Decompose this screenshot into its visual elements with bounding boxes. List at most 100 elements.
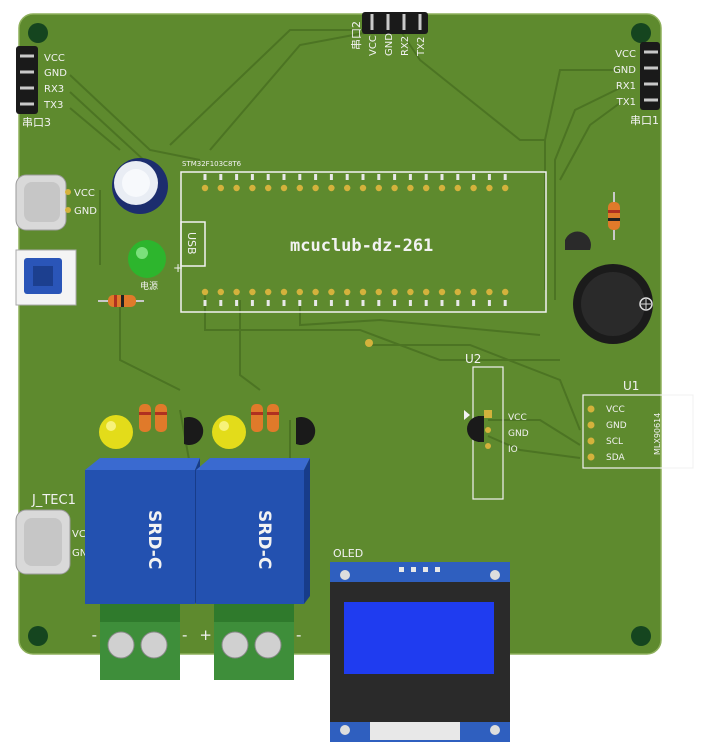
mcu-pin-silk	[408, 300, 412, 306]
mcu-pin-pad	[201, 184, 209, 192]
u2-pin-2: GND	[508, 429, 529, 439]
relay1-resistor-b	[155, 404, 167, 432]
mcu-pin-silk	[503, 300, 507, 306]
mcu-pin-silk	[266, 174, 270, 180]
u1-part-label: MLX90614	[653, 413, 662, 455]
mcu-pin-silk	[440, 300, 444, 306]
mcu-pin-pad	[280, 288, 288, 296]
mcu-pin-pad	[312, 184, 319, 192]
mcu-pin-silk	[472, 174, 476, 180]
mcu-pin-pad	[423, 288, 430, 296]
mounting-hole	[28, 626, 48, 646]
port1-pin-1: VCC	[615, 49, 636, 60]
mcu-pin-silk	[235, 174, 239, 180]
port3-pin-1: VCC	[44, 53, 65, 64]
mcu-pin-silk	[487, 174, 491, 180]
oled-module	[330, 562, 510, 742]
buzzer-resistor	[608, 192, 620, 240]
buzzer	[573, 264, 653, 344]
mcu-pin-silk	[329, 174, 333, 180]
mcu-pin-pad	[217, 184, 224, 192]
relay-2	[196, 458, 310, 604]
relay-2-label: SRD-C	[254, 510, 274, 569]
relay2-resistor-b	[267, 404, 279, 432]
port1-header	[640, 42, 660, 110]
mcu-pin-pad	[280, 184, 288, 192]
relay2-transistor	[296, 417, 316, 445]
u1-outline	[582, 394, 694, 469]
power-resistor	[98, 295, 144, 307]
relay1-led	[99, 415, 133, 449]
mcu-pin-pad	[454, 184, 461, 192]
mcu-pin-pad	[249, 288, 256, 296]
oled-label: OLED	[333, 547, 363, 560]
relay2-led	[212, 415, 246, 449]
tec-usbc-connector	[15, 509, 71, 575]
mcu-pin-silk	[472, 300, 476, 306]
mcu-pin-silk	[203, 174, 207, 180]
mcu-pin-pad	[359, 184, 367, 192]
u1-pin-1: VCC	[606, 405, 625, 415]
mcu-pin-pad	[201, 288, 209, 296]
port2-label: 串口2	[350, 21, 363, 50]
mcu-pin-pad	[407, 184, 414, 192]
mounting-hole	[631, 23, 651, 43]
port1-pin-2: GND	[613, 65, 636, 76]
terminal-1-plus-side: -	[182, 626, 187, 644]
u1-pin-2: GND	[606, 421, 627, 431]
mcu-pin-pad	[391, 288, 398, 296]
mcu-pin-silk	[377, 174, 381, 180]
mcu-pin-rows	[201, 174, 509, 306]
mounting-hole	[631, 626, 651, 646]
mcu-pin-silk	[361, 300, 365, 306]
stm32-board-outline	[180, 171, 547, 313]
copper-traces	[69, 29, 621, 466]
mcu-pin-silk	[219, 174, 223, 180]
mcu-pin-pad	[312, 288, 319, 296]
mcu-pin-silk	[503, 174, 507, 180]
relay1-transistor	[184, 417, 204, 445]
port3-pin-2: GND	[44, 68, 67, 79]
u2-sensor	[464, 410, 492, 449]
mcu-pin-silk	[219, 300, 223, 306]
mcu-pin-silk	[393, 174, 397, 180]
terminal-2-minus: -	[296, 626, 301, 644]
u2-pin-3: IO	[508, 445, 518, 455]
u1-pin-3: SCL	[606, 437, 623, 447]
board-title: mcuclub-dz-261	[290, 236, 433, 256]
mcu-pin-silk	[487, 300, 491, 306]
mcu-pin-silk	[408, 174, 412, 180]
mcu-pin-pad	[423, 184, 430, 192]
port3-pin-3: RX3	[44, 84, 64, 95]
mcu-pin-pad	[407, 288, 414, 296]
power-led-polarity: +	[173, 261, 183, 275]
oled-screen	[344, 602, 494, 674]
tec-pin-1: VCC	[72, 529, 93, 540]
power-led	[128, 240, 166, 278]
mcu-pin-pad	[486, 184, 493, 192]
port1-pin-4: TX1	[616, 97, 636, 108]
mcu-pin-silk	[266, 300, 270, 306]
mcu-pin-silk	[329, 300, 333, 306]
mcu-pin-silk	[282, 300, 286, 306]
port2-pin-3: RX2	[400, 36, 411, 56]
mcu-pin-silk	[456, 300, 460, 306]
power-pin-2: GND	[74, 206, 97, 217]
mcu-pin-pad	[265, 184, 272, 192]
mcu-pin-silk	[377, 300, 381, 306]
mcu-pin-pad	[265, 288, 272, 296]
mcu-pin-pad	[438, 288, 446, 296]
u1-pin-4: SDA	[606, 453, 625, 463]
mcu-pin-pad	[486, 288, 493, 296]
mcu-pin-silk	[393, 300, 397, 306]
mcu-pin-pad	[296, 288, 303, 296]
mcu-header-label: STM32F103C8T6	[182, 160, 242, 168]
port2-pin-4: TX2	[416, 37, 427, 57]
mcu-pin-pad	[249, 184, 256, 192]
mcu-pin-pad	[375, 288, 382, 296]
relay-driver-1	[99, 404, 204, 449]
power-pin-1: VCC	[74, 188, 95, 199]
mcu-pin-pad	[328, 184, 335, 192]
relay2-resistor-a	[251, 404, 263, 432]
buzzer-transistor	[565, 231, 591, 250]
